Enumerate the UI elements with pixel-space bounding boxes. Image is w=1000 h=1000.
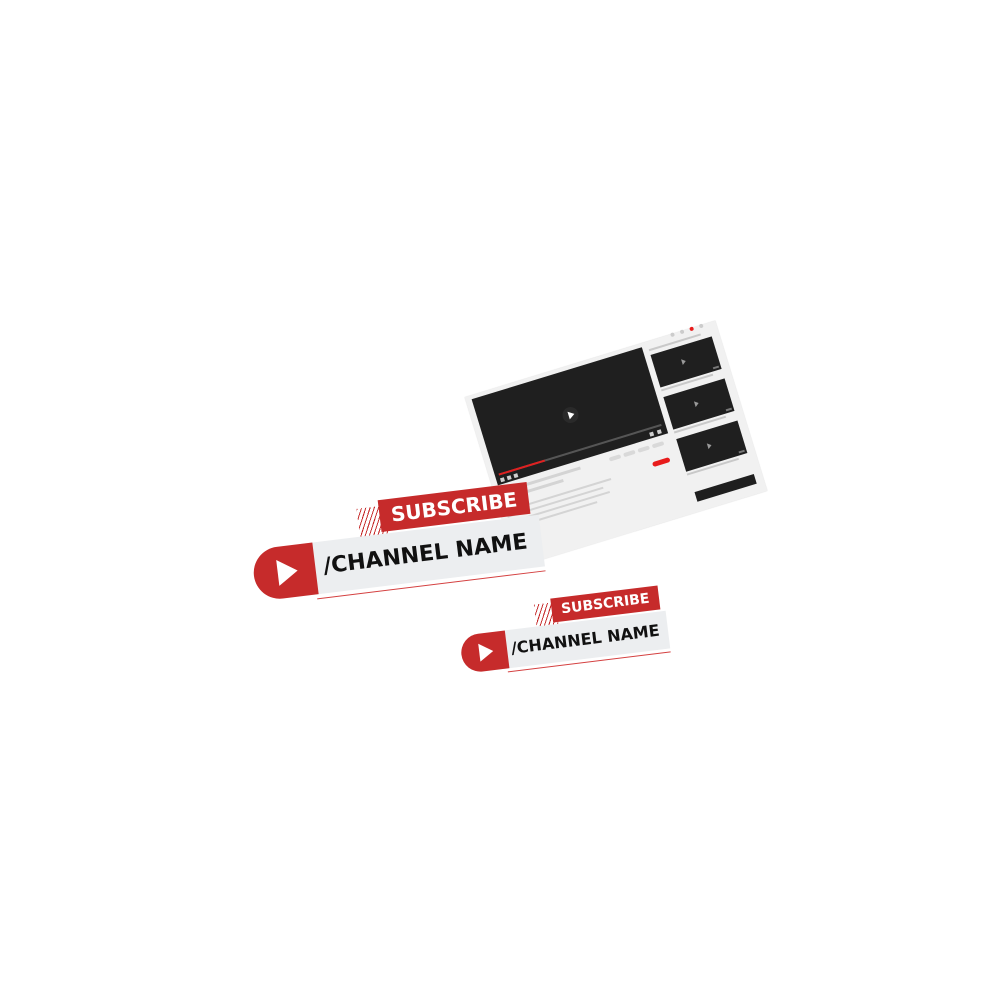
channel-name-label: /CHANNEL NAME [494, 610, 671, 670]
share-button[interactable] [623, 449, 636, 458]
play-button[interactable] [250, 542, 319, 602]
play-icon [478, 642, 495, 662]
fullscreen-icon[interactable] [656, 429, 662, 435]
related-video-thumb[interactable] [694, 474, 757, 502]
play-button[interactable] [459, 630, 510, 674]
mini-play-icon [706, 442, 713, 450]
mini-play-icon [681, 358, 687, 366]
mini-play-icon [693, 400, 700, 408]
play-icon [276, 557, 300, 586]
subscribe-pill-button[interactable] [651, 457, 671, 468]
main-video[interactable] [471, 347, 669, 486]
duration-badge [725, 407, 733, 412]
bell-icon [679, 329, 685, 335]
duration-badge [738, 449, 745, 454]
search-icon [670, 332, 676, 338]
duration-badge [712, 365, 720, 370]
play-icon[interactable] [560, 405, 581, 426]
more-button[interactable] [651, 441, 665, 449]
settings-icon[interactable] [649, 431, 655, 437]
like-button[interactable] [608, 454, 622, 462]
save-button[interactable] [637, 445, 651, 453]
avatar-icon [698, 323, 704, 329]
record-icon [689, 326, 695, 332]
related-video-thumb[interactable] [650, 336, 722, 388]
